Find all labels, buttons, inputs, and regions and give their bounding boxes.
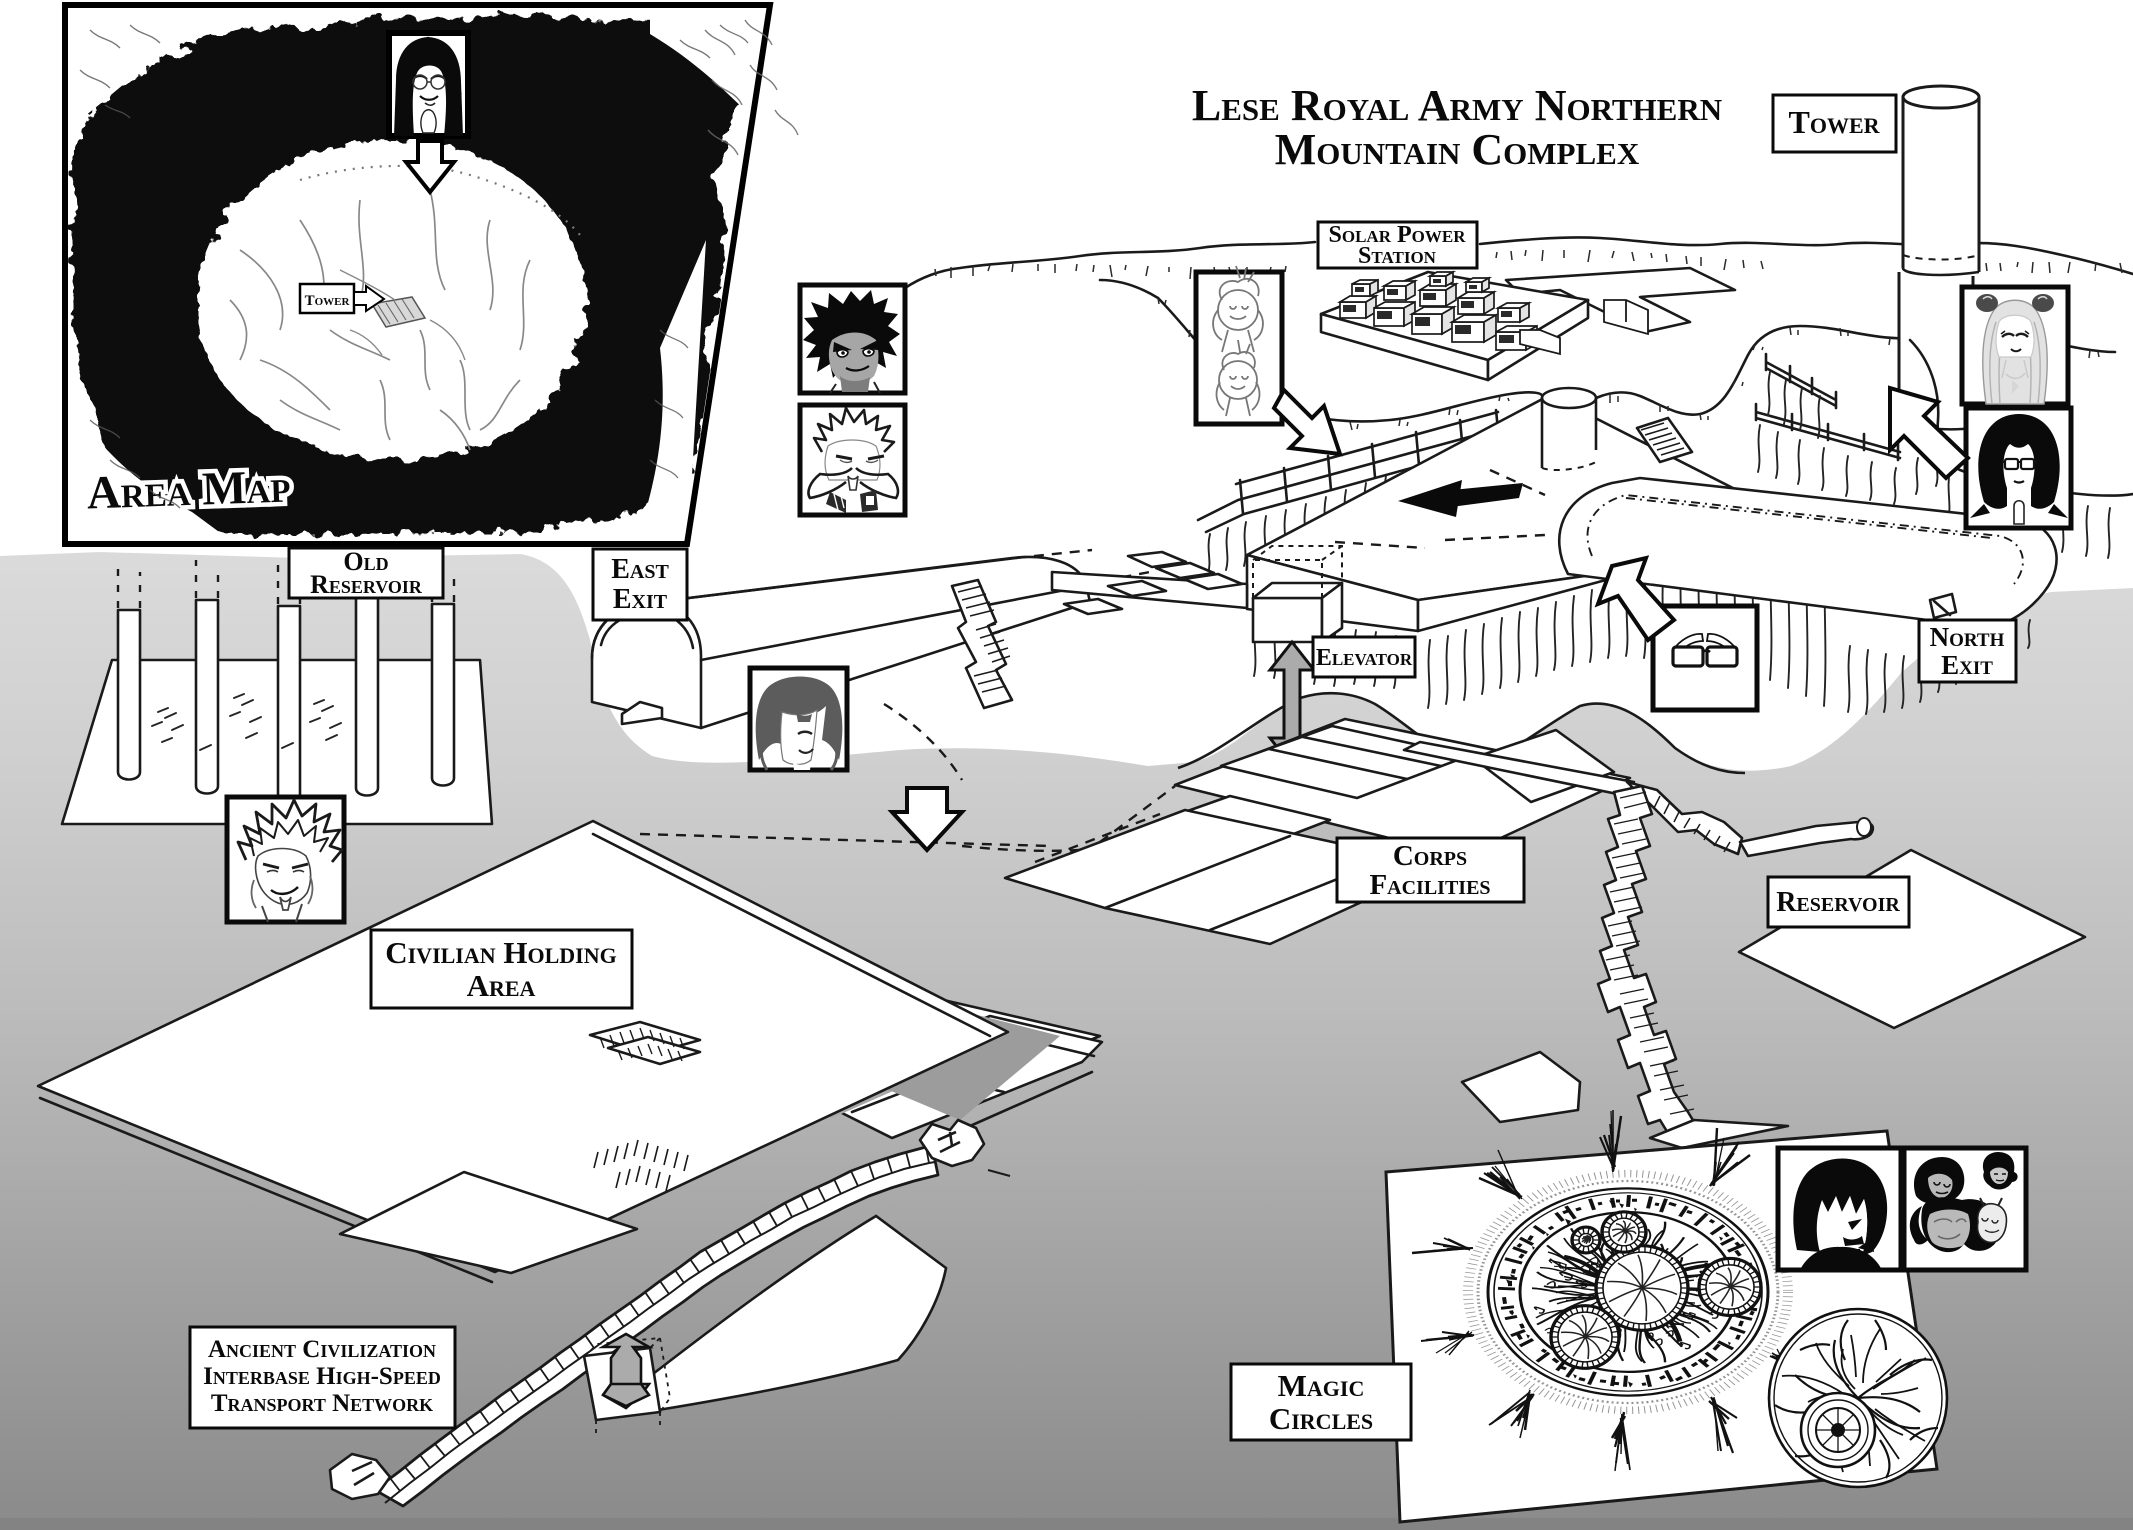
svg-text:East: East [611,554,669,585]
svg-text:Ancient Civilization: Ancient Civilization [208,1336,436,1363]
svg-text:Lese Royal Army Northern: Lese Royal Army Northern [1192,81,1722,130]
svg-text:Exit: Exit [613,584,668,615]
svg-text:Reservoir: Reservoir [310,570,423,599]
svg-text:Tower: Tower [1788,104,1880,140]
svg-text:North: North [1930,622,2005,652]
svg-text:Magic: Magic [1278,1368,1365,1403]
svg-text:Area: Area [467,968,536,1003]
svg-text:Corps: Corps [1393,840,1467,872]
svg-text:Civilian Holding: Civilian Holding [385,935,617,970]
svg-text:Mountain Complex: Mountain Complex [1275,125,1640,174]
svg-text:Reservoir: Reservoir [1776,887,1900,918]
svg-text:Station: Station [1358,243,1437,269]
svg-text:Old: Old [343,547,388,576]
svg-text:Facilities: Facilities [1369,869,1490,901]
svg-text:Elevator: Elevator [1316,645,1413,671]
svg-text:Interbase High-Speed: Interbase High-Speed [203,1363,441,1390]
svg-text:Solar Power: Solar Power [1329,222,1467,248]
svg-text:Exit: Exit [1941,650,1993,680]
svg-text:Transport Network: Transport Network [211,1390,433,1417]
svg-text:Tower: Tower [305,293,351,309]
svg-text:Area Map: Area Map [86,460,291,519]
svg-text:Circles: Circles [1269,1401,1373,1436]
